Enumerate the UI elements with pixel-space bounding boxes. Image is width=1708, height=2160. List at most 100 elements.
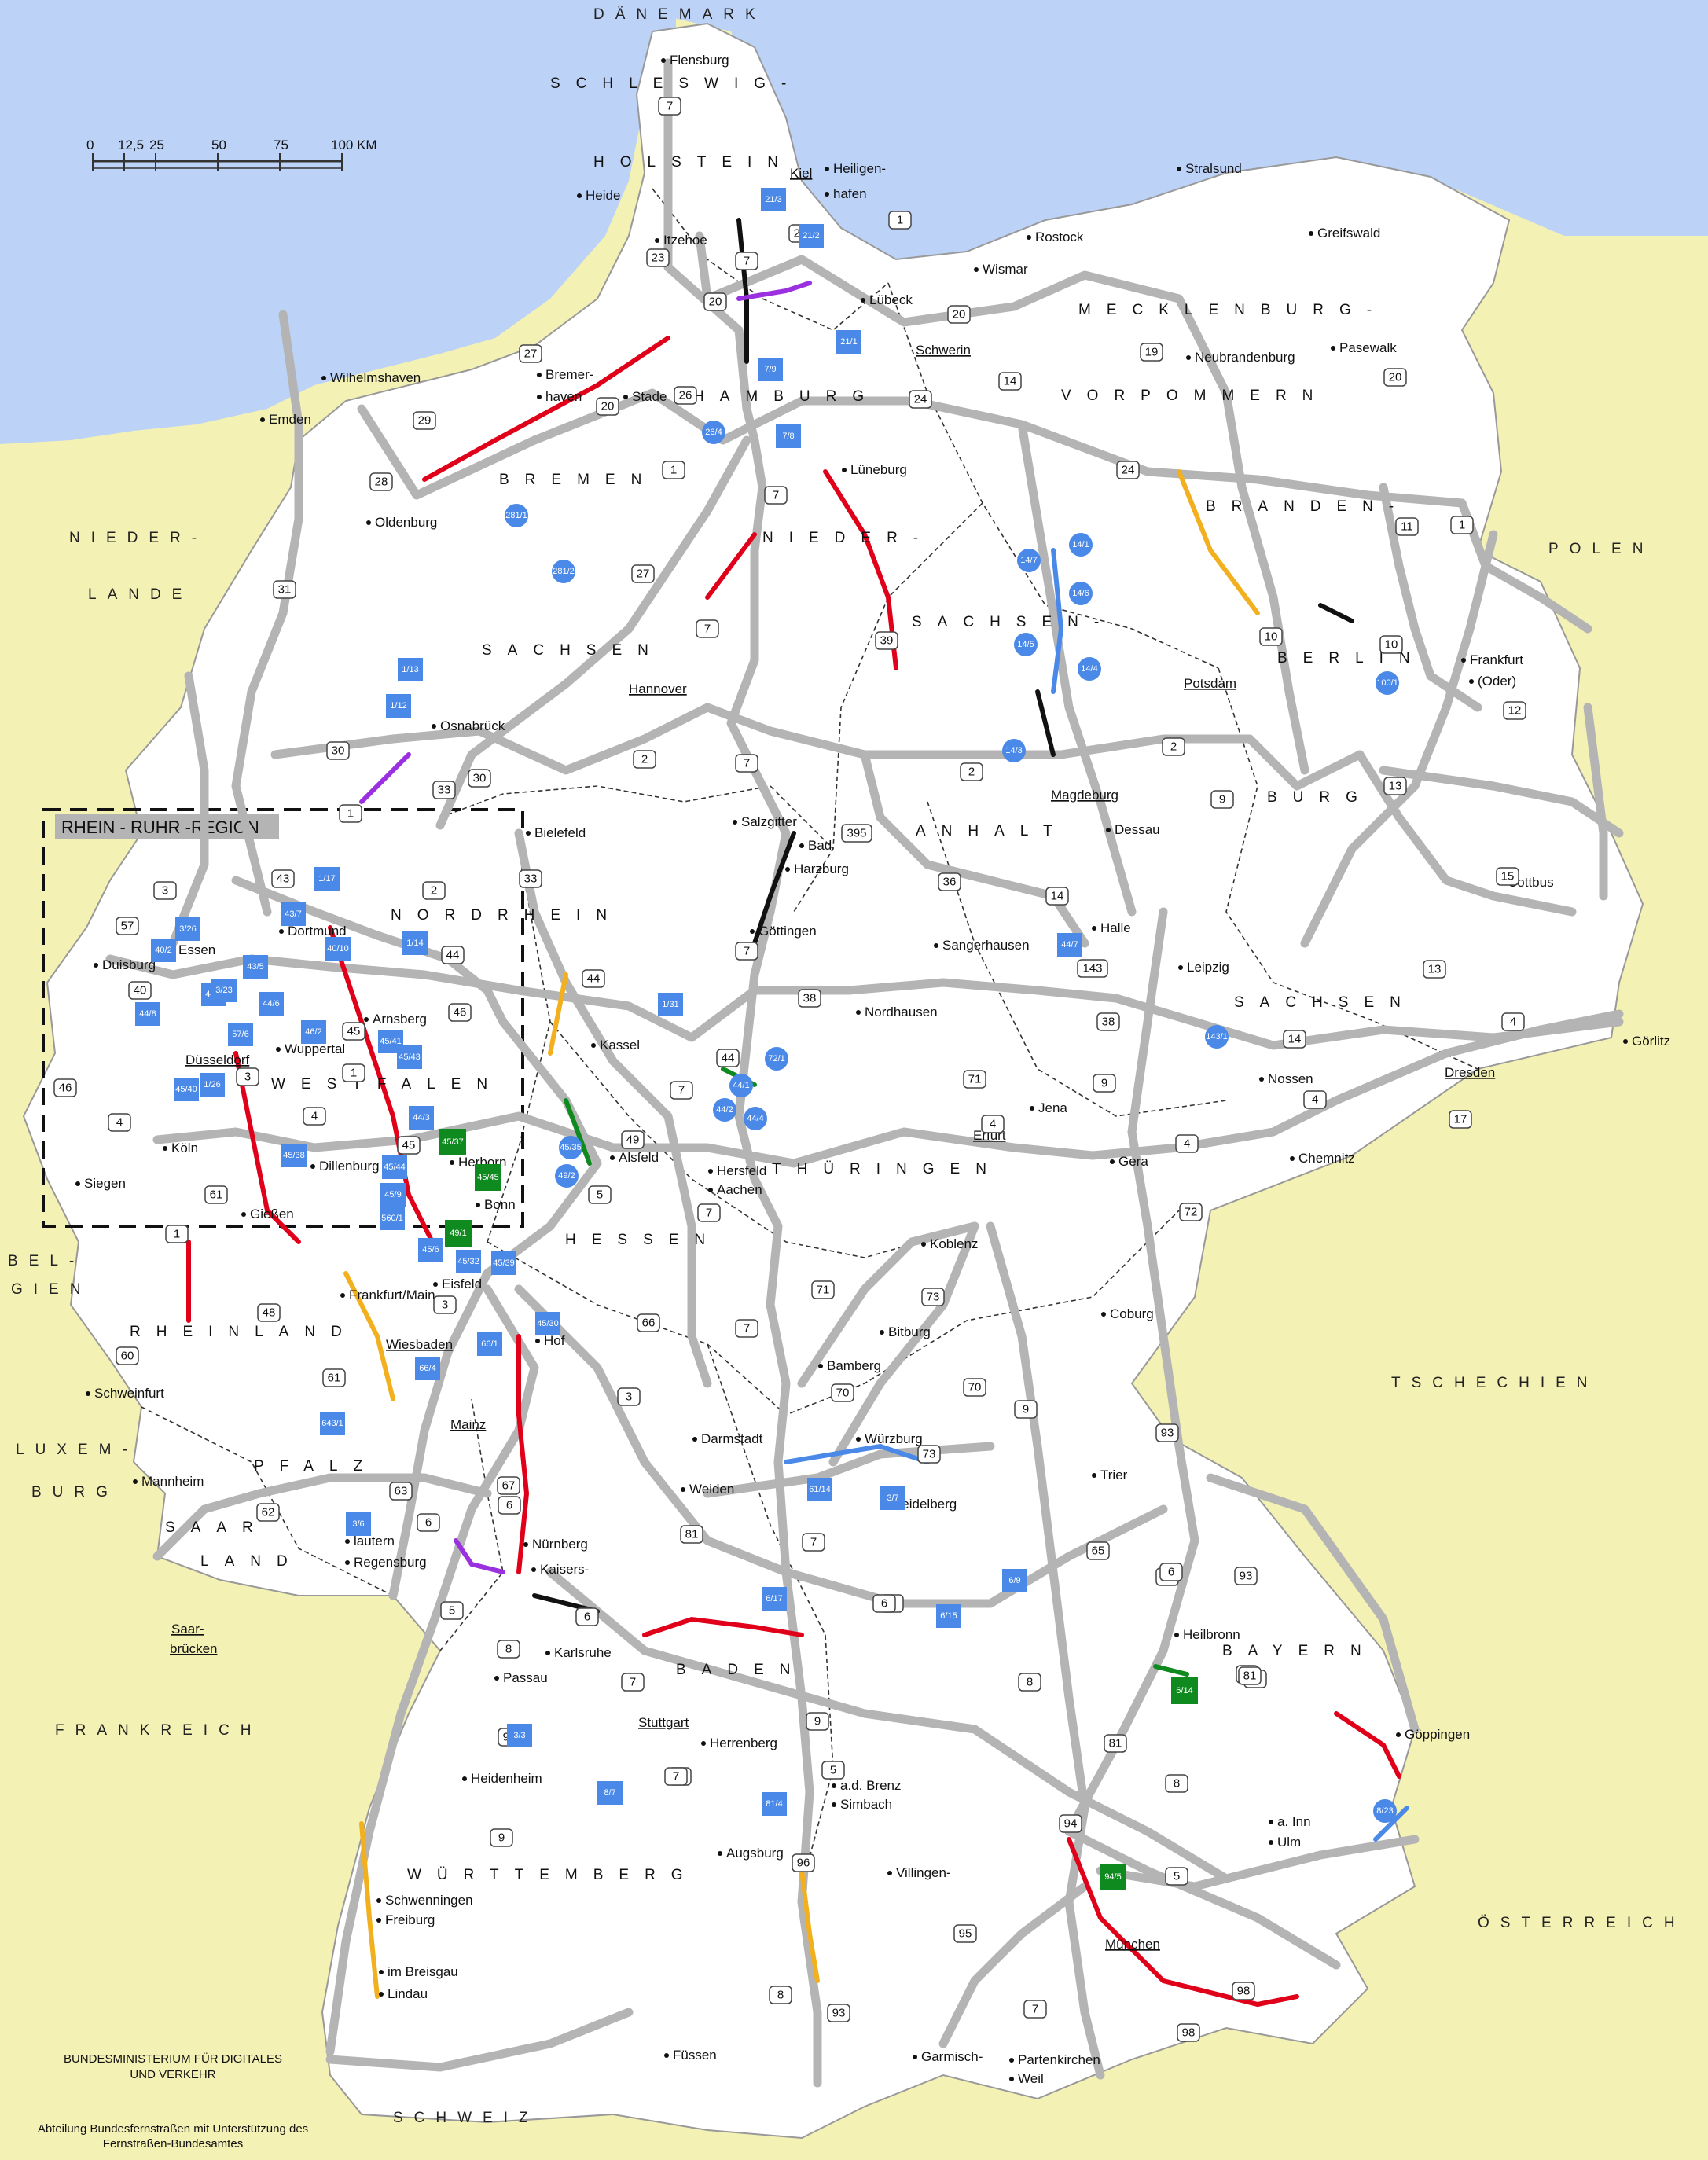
city-label: Leipzig [1187, 960, 1229, 975]
autobahn-shield-number: 93 [832, 2007, 846, 2020]
autobahn-shield-number: 93 [1161, 1427, 1174, 1440]
city-label: Kassel [600, 1038, 640, 1052]
autobahn-shield [674, 386, 697, 405]
autobahn-shield-number: 20 [953, 308, 966, 321]
state-label: HESSEN [565, 1232, 721, 1248]
project-marker-label: 26/4 [705, 428, 722, 437]
state-label: SAAR [165, 1519, 269, 1536]
autobahn-shield-number: 81 [1243, 1670, 1257, 1683]
city-dot [591, 1043, 596, 1048]
autobahn-shield [441, 946, 465, 964]
country-label: ÖSTERREICH [1478, 1915, 1686, 1931]
city-dot [1186, 355, 1191, 360]
project-circle-marker [1069, 582, 1093, 605]
project-circle-marker [1069, 533, 1093, 557]
city-dot [913, 2055, 917, 2059]
city-dot [1027, 235, 1031, 240]
city-label: Gießen [250, 1207, 294, 1221]
autobahn-shield-number: 94 [1064, 1817, 1078, 1831]
city-dot [1461, 658, 1466, 663]
autobahn-shield-number: 44 [587, 972, 601, 986]
rhein-ruhr-title: RHEIN - RUHR -REGION [61, 817, 259, 837]
city-dot [345, 1539, 350, 1544]
project-marker-label: 49/1 [450, 1229, 466, 1238]
autobahn-shield [921, 1288, 945, 1306]
autobahn-shield-number: 8 [1174, 1777, 1180, 1791]
capital-label: Hannover [629, 681, 687, 696]
autobahn-shield [696, 619, 719, 638]
blue-segment [784, 1443, 930, 1464]
project-marker-label: 281/2 [553, 567, 575, 576]
autobahn-shield-number: 5 [1174, 1870, 1180, 1883]
autobahn-shield [664, 1767, 688, 1786]
autobahn-shield [1395, 517, 1419, 536]
yellow-segment [343, 1271, 395, 1401]
autobahn-shield-number: 8 [777, 1989, 784, 2002]
project-marker-label: 3/3 [513, 1731, 525, 1740]
city-label: Partenkirchen [1018, 2052, 1100, 2067]
city-label: Schweinfurt [94, 1386, 164, 1401]
city-label: Bonn [484, 1197, 516, 1212]
city-dot [1623, 1039, 1628, 1044]
city-label: Hof [544, 1333, 565, 1348]
autobahn-shield [798, 989, 821, 1008]
autobahn-shield-number: 45 [402, 1139, 416, 1152]
autobahn-shield [769, 1986, 792, 2004]
autobahn-shield-number: 73 [927, 1291, 940, 1304]
city-label: Nossen [1268, 1071, 1313, 1086]
autobahn-shield [468, 769, 491, 788]
city-dot [880, 1330, 884, 1335]
city-dot [701, 1741, 706, 1746]
autobahn-shield-number: 11 [1401, 520, 1413, 534]
red-segment [233, 1051, 301, 1244]
autobahn-shield [1259, 627, 1283, 646]
city-label: Heiligen- [833, 161, 886, 176]
city-label: Itzehoe [663, 233, 707, 248]
autobahn-shield-number: 81 [685, 1528, 699, 1541]
city-dot [276, 1047, 281, 1052]
autobahn-shield-number: 70 [968, 1381, 982, 1394]
city-label: Lüneburg [850, 462, 907, 477]
city-dot [1101, 1312, 1106, 1317]
autobahn-shield-number: 7 [678, 1084, 685, 1097]
project-square-marker [415, 1357, 440, 1380]
autobahn-shield [981, 1115, 1005, 1133]
blue-segment [1373, 1806, 1409, 1842]
city-label: Essen [178, 942, 215, 957]
city-dot [531, 1567, 536, 1572]
project-square-marker [776, 424, 801, 448]
autobahn-shield-number: 1 [347, 807, 354, 821]
black-segment [1035, 689, 1056, 757]
city-label: Duisburg [102, 957, 156, 972]
autobahn-shield [792, 1853, 815, 1872]
project-marker-label: 3/23 [215, 986, 232, 995]
city-dot [535, 1339, 540, 1343]
autobahn-shield [497, 1640, 520, 1659]
germany-land [22, 22, 1644, 2140]
country-label: TSCHECHIEN [1391, 1375, 1599, 1391]
autobahn-shield-number: 6 [881, 1597, 887, 1611]
project-square-marker [228, 1023, 253, 1046]
autobahn-shield-number: 6 [425, 1516, 432, 1530]
project-marker-label: 45/41 [380, 1037, 402, 1046]
autobahn-shield [703, 292, 727, 311]
city-dot [1309, 231, 1313, 236]
autobahn-shield [1503, 701, 1526, 720]
city-label: Frankfurt [1470, 652, 1523, 667]
capital-label: Wiesbaden [386, 1337, 453, 1352]
project-square-marker [382, 1155, 407, 1179]
autobahn-shield [1179, 1203, 1203, 1221]
autobahn-shield [875, 631, 898, 650]
city-dot [537, 395, 542, 399]
autobahn-shield-number: 14 [1288, 1033, 1302, 1046]
autobahn-shield-number: 49 [626, 1133, 640, 1147]
state-labels: SCHLESWIG-HOLSTEINMECKLENBURG-VORPOMMERN… [130, 75, 1410, 1883]
autobahn-shield-number: 2 [1170, 740, 1177, 754]
autobahn-shield-number: 29 [418, 414, 432, 428]
state-label: LAND [200, 1553, 303, 1570]
capital-label: Düsseldorf [185, 1052, 250, 1067]
capital-label: Mainz [450, 1417, 486, 1432]
city-label: Augsburg [726, 1846, 784, 1861]
autobahn-shield-number: 70 [836, 1387, 850, 1400]
project-circle-marker [505, 504, 528, 527]
